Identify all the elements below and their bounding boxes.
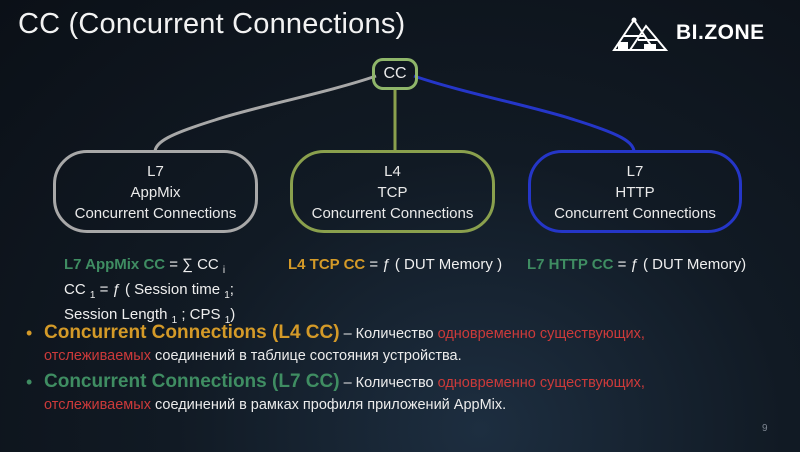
node-l4-tcp-caption: Concurrent Connections: [311, 205, 474, 222]
formula-appmix-label: L7 AppMix CC: [64, 256, 166, 273]
definition-l4-highlight-2: отслеживаемых: [44, 348, 151, 364]
node-l7-appmix-layer: L7: [147, 163, 164, 180]
definition-l7-title: Concurrent Connections (L7 CC): [44, 371, 340, 392]
node-l4-tcp-layer: L4: [384, 163, 401, 180]
definition-l4-dash: – Количество: [339, 326, 438, 342]
formula-appmix-cc: CC: [64, 281, 86, 298]
definition-l7-dash: – Количество: [339, 375, 438, 391]
node-l4-tcp: L4 TCP Concurrent Connections: [290, 150, 495, 233]
bizone-logo-icon: [612, 17, 669, 51]
formula-appmix-session-length-sub: 1: [171, 315, 178, 326]
page-number: 9: [762, 423, 768, 434]
definition-l7-highlight-2: отслеживаемых: [44, 397, 151, 413]
node-l7-http-protocol: HTTP: [615, 184, 655, 201]
formula-appmix-session-time: = ƒ ( Session time: [95, 281, 221, 298]
definition-l7-highlight-1: одновременно существующих,: [437, 375, 645, 391]
formula-appmix-cps: ; CPS: [177, 306, 221, 323]
node-l7-http-caption: Concurrent Connections: [554, 205, 716, 222]
formula-tcp-label: L4 TCP CC: [288, 256, 366, 273]
node-l7-appmix-caption: Concurrent Connections: [74, 205, 237, 222]
definition-l4-tail: соединений в таблице состояния устройств…: [150, 348, 462, 364]
formula-appmix-cc-sub: 1: [89, 290, 96, 301]
bullet-dot: •: [26, 372, 33, 392]
connector-to-l7-appmix: [153, 74, 377, 153]
bizone-logo: BI.ZONE: [610, 12, 775, 52]
formula-tcp-rest: = ƒ ( DUT Memory ): [365, 256, 503, 273]
slide-title: CC (Concurrent Connections): [18, 8, 406, 40]
node-l4-tcp-protocol: TCP: [377, 184, 408, 201]
formula-appmix-session-length: Session Length: [64, 306, 168, 323]
connector-to-l7-http: [413, 74, 636, 153]
node-l7-http-layer: L7: [626, 163, 644, 180]
formula-appmix-session-time-sub: 1: [224, 290, 230, 301]
formula-appmix-close: ): [230, 306, 236, 323]
formula-l4-tcp: L4 TCP CC = ƒ ( DUT Memory ): [288, 255, 502, 274]
definition-l4-title: Concurrent Connections (L4 CC): [44, 322, 340, 343]
logo-text: BI.ZONE: [676, 21, 765, 44]
formula-appmix-sub-i: i: [222, 265, 226, 276]
formula-appmix-sum: = ∑ CC: [165, 256, 219, 273]
formula-appmix-semicolon: ;: [229, 281, 234, 298]
formula-l7-appmix: L7 AppMix CC = ∑ CC i CC 1 = ƒ ( Session…: [64, 255, 235, 330]
bullet-dot: •: [26, 323, 33, 343]
node-l7-appmix-protocol: AppMix: [130, 184, 181, 201]
formula-http-rest: = ƒ ( DUT Memory): [613, 256, 747, 273]
definition-l7-tail: соединений в рамках профиля приложений A…: [150, 397, 507, 413]
formula-http-label: L7 HTTP CC: [527, 256, 614, 273]
definition-l7-cc: • Concurrent Connections (L7 CC) – Колич…: [24, 371, 764, 416]
node-l7-appmix: L7 AppMix Concurrent Connections: [53, 150, 258, 233]
formula-appmix-cps-sub: 1: [224, 315, 231, 326]
formula-l7-http: L7 HTTP CC = ƒ ( DUT Memory): [527, 255, 746, 274]
definition-l4-cc: • Concurrent Connections (L4 CC) – Колич…: [24, 322, 764, 367]
node-cc-label: CC: [383, 65, 407, 82]
definition-l4-highlight-1: одновременно существующих,: [437, 326, 645, 342]
node-l7-http: L7 HTTP Concurrent Connections: [528, 150, 742, 233]
definition-list: • Concurrent Connections (L4 CC) – Колич…: [24, 322, 764, 420]
node-cc-root: CC: [372, 58, 418, 90]
